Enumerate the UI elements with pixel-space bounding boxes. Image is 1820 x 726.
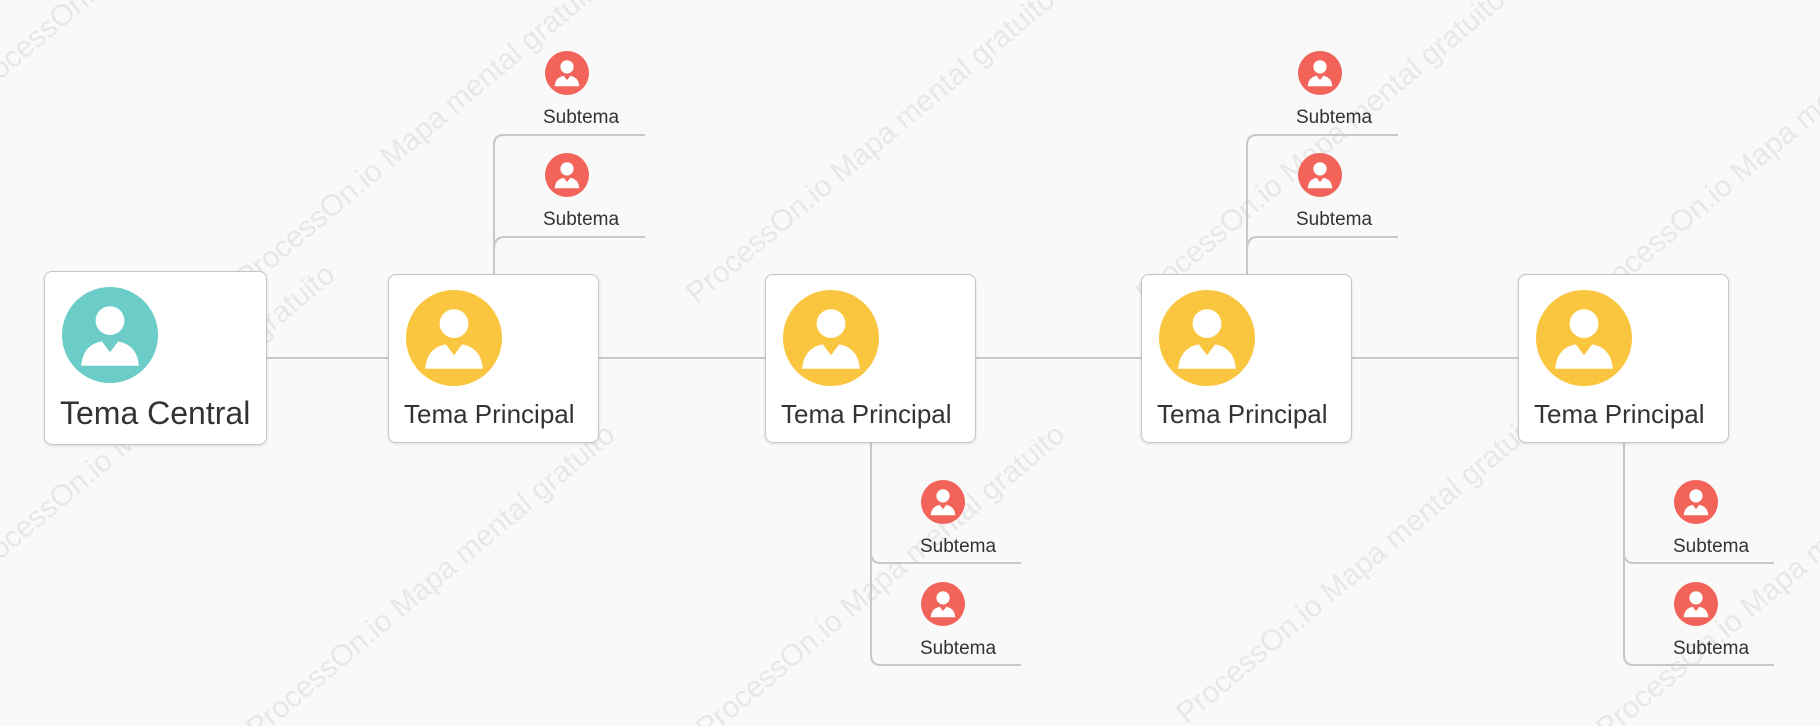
subtopic-label[interactable]: Subtema [543, 209, 620, 230]
main-topic-node[interactable]: Tema Principal [1141, 274, 1352, 443]
person-icon[interactable] [545, 51, 589, 95]
central-topic-label: Tema Central [60, 395, 251, 431]
connector-subtopic [1246, 236, 1398, 251]
main-topic-node[interactable]: Tema Principal [1518, 274, 1729, 443]
main-topic-node[interactable]: Tema Principal [388, 274, 599, 443]
person-icon[interactable] [1674, 582, 1718, 626]
main-topic-label: Tema Principal [1157, 399, 1328, 429]
person-icon[interactable] [921, 582, 965, 626]
main-topic-label: Tema Principal [404, 399, 575, 429]
subtopic-label[interactable]: Subtema [1673, 638, 1750, 659]
connector-subtopic [1246, 134, 1398, 274]
main-topic-label: Tema Principal [1534, 399, 1705, 429]
connector-subtopic [870, 553, 1021, 666]
person-icon [1536, 290, 1632, 386]
person-icon[interactable] [921, 480, 965, 524]
subtopic-label[interactable]: Subtema [1296, 107, 1373, 128]
main-topic-node[interactable]: Tema Principal [765, 274, 976, 443]
connector-subtopic [1623, 553, 1774, 666]
person-icon[interactable] [1298, 153, 1342, 197]
person-icon[interactable] [1674, 480, 1718, 524]
person-icon [406, 290, 502, 386]
person-icon [783, 290, 879, 386]
subtopic-label[interactable]: Subtema [1296, 209, 1373, 230]
subtopic-label[interactable]: Subtema [1673, 536, 1750, 557]
person-icon [1159, 290, 1255, 386]
main-topic-label: Tema Principal [781, 399, 952, 429]
connector-subtopic [493, 236, 645, 251]
subtopic-label[interactable]: Subtema [543, 107, 620, 128]
person-icon [62, 287, 158, 383]
person-icon[interactable] [1298, 51, 1342, 95]
central-topic-node[interactable]: Tema Central [44, 271, 267, 445]
subtopic-label[interactable]: Subtema [920, 536, 997, 557]
subtopic-label[interactable]: Subtema [920, 638, 997, 659]
person-icon[interactable] [545, 153, 589, 197]
connector-subtopic [493, 134, 645, 274]
